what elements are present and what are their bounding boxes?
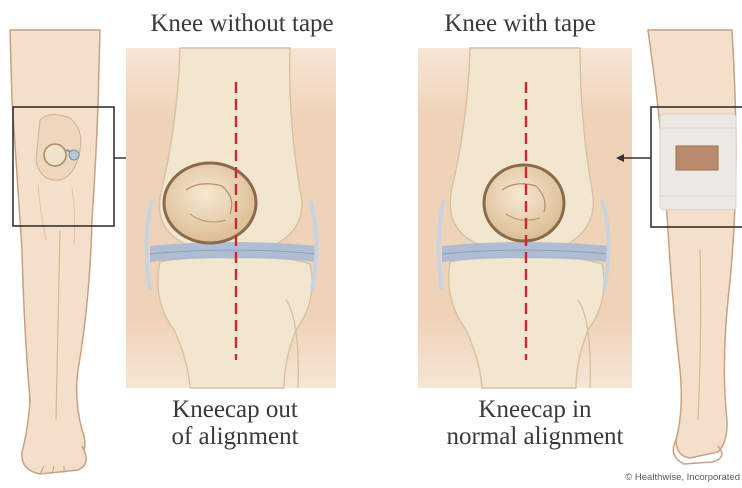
left-caption-line-2: of alignment [130,423,340,450]
left-caption-line-1: Kneecap out [130,396,340,423]
copyright-credit: © Healthwise, Incorporated [568,472,740,483]
left-knee-joint-illustration [126,48,336,388]
right-panel-caption: Kneecap in normal alignment [420,396,650,450]
right-caption-line-2: normal alignment [420,423,650,450]
left-leg-illustration [10,30,100,474]
right-caption-line-1: Kneecap in [420,396,650,423]
left-panel-title: Knee without tape [132,10,352,37]
left-panel-caption: Kneecap out of alignment [130,396,340,450]
knee-tape-icon [660,114,736,210]
right-panel-title: Knee with tape [430,10,610,37]
right-leg-illustration [648,30,736,464]
right-knee-joint-illustration [418,48,632,388]
